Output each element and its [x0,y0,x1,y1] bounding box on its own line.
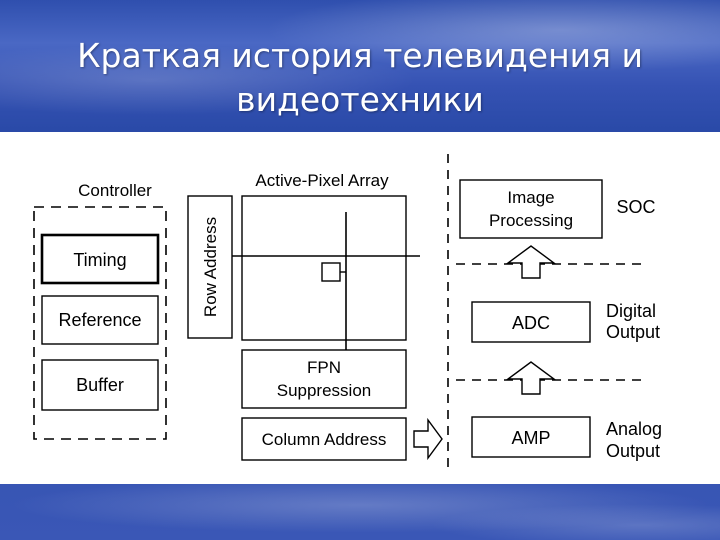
reference-block [41,295,159,345]
image-processing-label-line1: Image [507,188,554,207]
buffer-label: Buffer [76,375,124,395]
up-arrow-icon [505,245,557,279]
controller-label: Controller [78,181,152,200]
analog-output-label-line2: Output [606,441,660,461]
fpn-block [241,349,407,409]
column-address-block [241,417,407,461]
image-processing-label-line2: Processing [489,211,573,230]
pixel-cell [321,262,341,282]
slide-title: Краткая история телевидения и видеотехни… [0,34,720,122]
amp-block [471,416,591,458]
buffer-block [41,359,159,411]
soc-label: SOC [616,197,655,217]
amp-label: AMP [511,428,550,448]
fpn-label-line1: FPN [307,358,341,377]
image-processing-block [459,179,603,239]
digital-output-label-line2: Output [606,322,660,342]
up-arrow-icon [505,361,557,395]
pixel-array-label: Active-Pixel Array [255,171,389,190]
analog-output-label-line1: Analog [606,419,662,439]
column-address-label: Column Address [262,430,387,449]
adc-block [471,301,591,343]
row-address-label: Row Address [201,217,220,317]
timing-label: Timing [73,250,126,270]
title-line-2: видеотехники [236,80,484,119]
fpn-label-line2: Suppression [277,381,372,400]
row-address-block [187,195,233,339]
title-line-1: Краткая история телевидения и [77,36,643,75]
reference-label: Reference [58,310,141,330]
diagram-panel: Controller Timing Reference Buffer Row A… [0,132,720,484]
controller-boundary [33,206,167,440]
image-sensor-block-diagram: Controller Timing Reference Buffer Row A… [33,154,662,470]
timing-block [40,233,160,285]
right-arrow-icon [413,417,443,461]
adc-label: ADC [512,313,550,333]
digital-output-label-line1: Digital [606,301,656,321]
